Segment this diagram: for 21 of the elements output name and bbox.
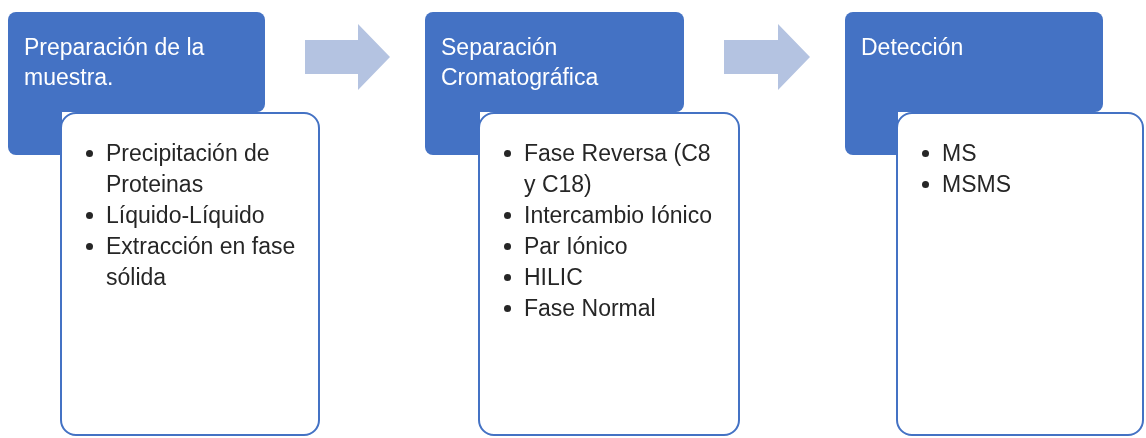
bullet-item: Fase Reversa (C8 y C18)	[524, 139, 712, 199]
detail-box	[896, 112, 1144, 436]
step-title: Preparación de la muestra.	[24, 33, 206, 92]
bullet-item: Líquido-Líquido	[106, 201, 266, 230]
bullet-item: Fase Normal	[524, 294, 657, 323]
bullet-item: Intercambio Iónico	[524, 201, 713, 230]
step-header-box	[425, 12, 684, 112]
bullet-item: MS	[942, 139, 978, 168]
bullet-item: MSMS	[942, 170, 1012, 199]
bullet-item: Extracción en fase sólida	[106, 232, 297, 292]
arrow	[305, 24, 390, 90]
step-title: Separación Cromatográfica	[441, 33, 600, 92]
step-header-box	[845, 12, 1103, 112]
arrow	[724, 24, 810, 90]
bullet-item: HILIC	[524, 263, 584, 292]
bullet-item: Par Iónico	[524, 232, 629, 261]
detail-box	[478, 112, 740, 436]
bullet-item: Precipitación de Proteinas	[106, 139, 271, 199]
step-title: Detección	[861, 33, 965, 62]
detail-box	[60, 112, 320, 436]
step-header-box	[8, 12, 265, 112]
